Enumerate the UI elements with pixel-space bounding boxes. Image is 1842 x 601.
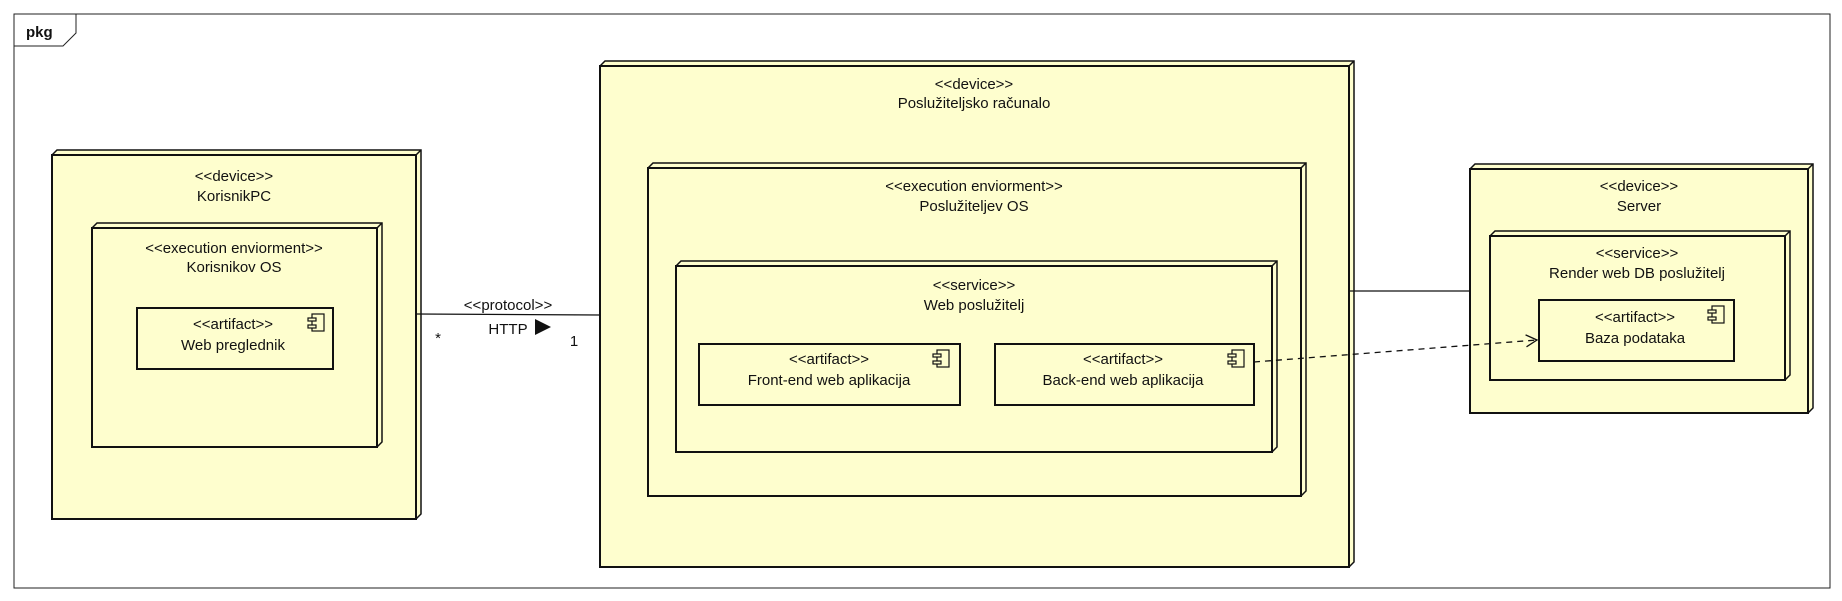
- env-stereotype: <<execution enviorment>>: [885, 178, 1063, 195]
- env-stereotype: <<execution enviorment>>: [145, 240, 323, 257]
- direction-arrow-icon: [535, 319, 551, 335]
- device-stereotype: <<device>>: [195, 168, 274, 185]
- device-name: Server: [1617, 198, 1661, 215]
- protocol-association[interactable]: <<protocol>> HTTP * 1: [415, 297, 601, 350]
- device-name: Poslužiteljsko računalo: [898, 95, 1051, 112]
- artifact-stereotype: <<artifact>>: [1595, 309, 1675, 326]
- artifact-front-end-web-aplikacija[interactable]: <<artifact>> Front-end web aplikacija: [698, 343, 961, 406]
- component-icon: [1707, 305, 1725, 324]
- env-name: Korisnikov OS: [186, 259, 281, 276]
- component-icon: [307, 313, 325, 332]
- protocol-stereotype: <<protocol>>: [464, 297, 553, 314]
- service-stereotype: <<service>>: [1596, 245, 1679, 262]
- service-name: Render web DB poslužitelj: [1549, 265, 1725, 282]
- artifact-name: Back-end web aplikacija: [1043, 372, 1205, 389]
- artifact-stereotype: <<artifact>>: [789, 351, 869, 368]
- service-stereotype: <<service>>: [933, 277, 1016, 294]
- artifact-back-end-web-aplikacija[interactable]: <<artifact>> Back-end web aplikacija: [994, 343, 1255, 406]
- device-name: KorisnikPC: [197, 188, 271, 205]
- env-name: Poslužiteljev OS: [919, 198, 1028, 215]
- component-icon: [932, 349, 950, 368]
- dependency-arrow[interactable]: [1253, 334, 1539, 363]
- source-multiplicity: *: [435, 330, 441, 347]
- artifact-name: Front-end web aplikacija: [748, 372, 911, 389]
- package-label: pkg: [26, 24, 53, 41]
- artifact-stereotype: <<artifact>>: [193, 316, 273, 333]
- device-stereotype: <<device>>: [935, 76, 1014, 93]
- protocol-name: HTTP: [488, 321, 527, 338]
- artifact-stereotype: <<artifact>>: [1083, 351, 1163, 368]
- device-stereotype: <<device>>: [1600, 178, 1679, 195]
- artifact-baza-podataka[interactable]: <<artifact>> Baza podataka: [1538, 299, 1735, 362]
- target-multiplicity: 1: [570, 333, 578, 350]
- component-icon: [1227, 349, 1245, 368]
- service-name: Web poslužitelj: [924, 297, 1025, 314]
- artifact-name: Web preglednik: [181, 337, 285, 354]
- artifact-web-preglednik[interactable]: <<artifact>> Web preglednik: [136, 307, 334, 370]
- artifact-name: Baza podataka: [1585, 330, 1686, 347]
